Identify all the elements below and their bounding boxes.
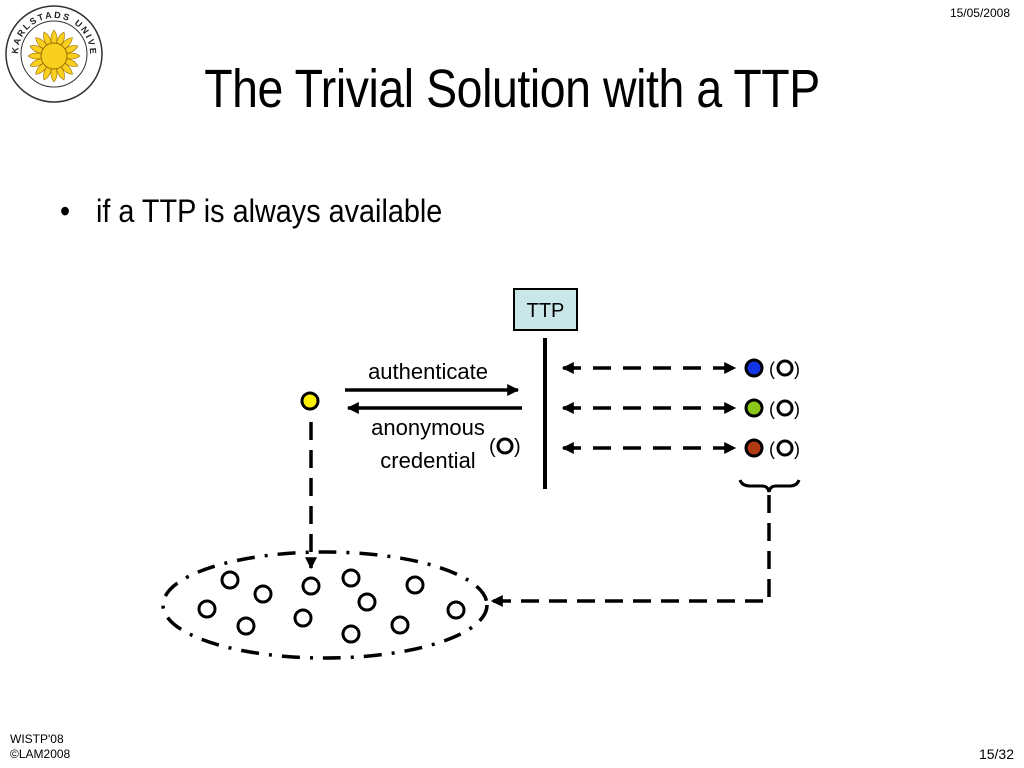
footer-left: WISTP'08 ©LAM2008 [10,732,70,762]
group-brace [738,479,801,493]
user-token-3: ( ) [769,439,800,459]
svg-text:): ) [794,359,800,379]
pool-credential [341,568,361,588]
sun-ray [35,37,48,50]
user-token-2: ( ) [769,399,800,419]
pool-credential [390,615,410,635]
footer-copyright: ©LAM2008 [10,747,71,761]
sun-icon [27,29,81,83]
user-node-red [744,438,764,458]
authenticate-label: authenticate [368,359,488,384]
sun-ray [56,31,65,47]
sun-ray [63,58,79,67]
pool-credential [253,584,273,604]
sun-ray [50,67,58,83]
user-node-blue [744,358,764,378]
sun-ray [35,62,48,75]
sun-ray [43,65,52,81]
ttp-box [513,288,578,331]
pool-credential [301,576,321,596]
university-logo: KARLSTADS UNIVERSITET [4,4,103,103]
svg-text:): ) [794,439,800,459]
sun-ray [65,52,81,60]
user-node-green [744,398,764,418]
anonymity-pool [161,550,489,660]
pool-credential [293,608,313,628]
svg-text:): ) [794,399,800,419]
sun-ray [29,58,45,67]
credential-paren-close: ) [514,436,521,458]
credential-paren-open: ( [489,436,496,458]
bullet-text: if a TTP is always available [96,193,443,229]
pool-credential [446,600,466,620]
svg-text:(: ( [769,359,775,379]
sun-ray [27,52,43,60]
pool-credentials [197,568,466,644]
sun-ray [43,31,52,47]
user-node [300,391,320,411]
sun-ray [50,29,58,45]
credential-label-line2: credential [380,448,475,473]
ttp-label: TTP [527,300,565,322]
pool-credential [357,592,377,612]
sun-ray [60,37,73,50]
svg-text:(: ( [769,399,775,419]
pool-credential [236,616,256,636]
footer-conference: WISTP'08 [10,732,64,746]
bullet-item: • if a TTP is always available [60,193,442,230]
sun-ray [63,45,79,54]
slide-title: The Trivial Solution with a TTP [204,59,820,119]
credential-token [496,437,514,455]
pool-credential [341,624,361,644]
pool-credential [405,575,425,595]
sun-ray [60,62,73,75]
page-number: 15/32 [978,746,1014,762]
pool-credential [220,570,240,590]
brace-to-pool-arrow [490,495,771,607]
user-token-1: ( ) [769,359,800,379]
pool-credential [197,599,217,619]
bullet-marker: • [60,193,71,229]
credential-label-line1: anonymous [371,415,485,440]
sun-ray [29,45,45,54]
sun-ray [56,65,65,81]
slide-date: 15/05/2008 [949,6,1010,20]
svg-text:(: ( [769,439,775,459]
